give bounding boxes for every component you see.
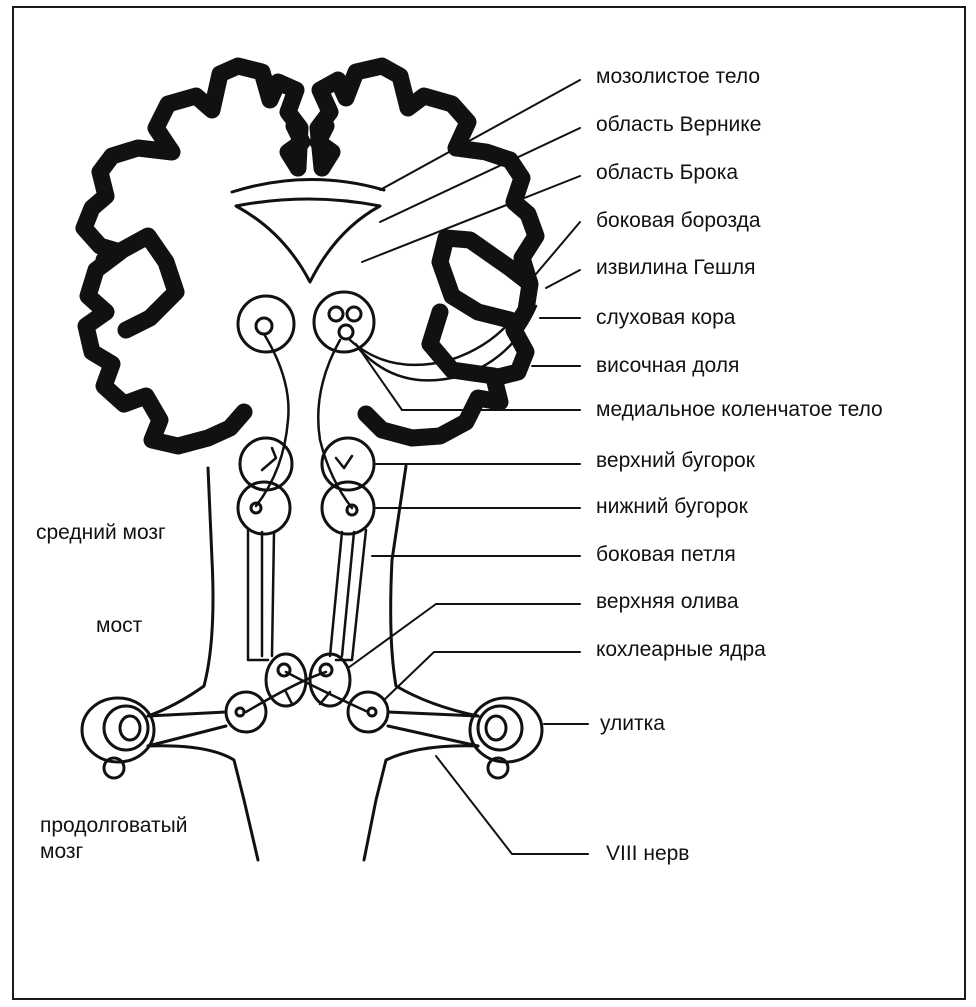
radiation-lower [358, 304, 538, 382]
third-ventricle [234, 197, 382, 284]
left-cochlea-mid [102, 704, 150, 752]
right-superior-colliculus [320, 436, 376, 492]
left-geniculate-dot [254, 316, 274, 336]
brainstem-right-edge [362, 464, 480, 862]
label-lateral-sulcus: боковая борозда [596, 209, 761, 232]
left-nerve-viii [146, 710, 228, 748]
label-pons: мост [96, 614, 143, 637]
ascending-fibers [254, 332, 354, 510]
olive-and-cochlear-nuclei [224, 652, 390, 734]
label-midbrain: средний мозг [36, 521, 166, 544]
left-olive-dot [276, 662, 292, 678]
right-geniculate-dot-c [337, 323, 355, 341]
lateral-lemniscus [246, 528, 368, 662]
right-cochlea-inner [484, 714, 508, 742]
label-medulla-line1: продолговатый [40, 814, 188, 837]
label-cochlea: улитка [600, 712, 665, 735]
fiber-right-geniculate-to-colliculus [317, 338, 354, 510]
cerebral-cortex [75, 57, 545, 455]
diagram-frame [12, 6, 966, 1000]
right-cochlea-mid [476, 704, 524, 752]
left-hemisphere-outline [75, 57, 309, 455]
colliculi [236, 436, 376, 536]
label-medulla-line2: мозг [40, 840, 84, 863]
right-inferior-dot [345, 503, 359, 517]
leader-medial-geniculate [355, 343, 581, 411]
fiber-right-superior-branch [334, 454, 354, 470]
left-inferior-colliculus [236, 480, 292, 536]
label-broca-area: область Брока [596, 161, 739, 184]
thalamic-nuclei [236, 290, 376, 354]
fiber-left-superior-branch [260, 446, 278, 472]
label-lateral-lemniscus: боковая петля [596, 543, 736, 566]
left-cochlear-dot [234, 706, 246, 718]
left-geniculate-body [236, 294, 296, 354]
right-lateral-sulcus-fold [431, 229, 537, 329]
right-geniculate-dot-b [345, 305, 363, 323]
fiber-left-geniculate-to-colliculus [254, 332, 290, 508]
left-lateral-sulcus-fold [95, 227, 185, 339]
label-inferior-colliculus: нижний бугорок [596, 495, 748, 518]
crossing-fibers [244, 670, 370, 714]
label-heschl-gyrus: извилина Гешля [596, 256, 756, 279]
leader-superior-olive [347, 603, 581, 669]
leader-lateral-sulcus [535, 221, 581, 275]
right-temporal-fold [421, 303, 503, 385]
leader-heschl [545, 269, 581, 289]
leader-cochlear-nuclei [383, 651, 581, 701]
right-superior-olive [308, 652, 352, 708]
brainstem-left-edge [146, 466, 260, 862]
left-lemniscus-core [270, 530, 276, 658]
label-wernicke-area: область Вернике [596, 113, 762, 136]
left-inferior-dot [249, 501, 263, 515]
right-lemniscus-core [328, 530, 344, 658]
right-lemniscus-inner [340, 530, 356, 658]
right-cochlea-vestibule [486, 756, 510, 780]
label-medial-geniculate: медиальное коленчатое тело [596, 398, 883, 421]
label-auditory-cortex: слуховая кора [596, 306, 736, 329]
right-geniculate-dot-a [327, 305, 345, 323]
left-cochlea-outer [80, 696, 156, 764]
corpus-callosum-region [230, 177, 386, 284]
label-temporal-lobe: височная доля [596, 354, 740, 377]
label-superior-olive: верхняя олива [596, 590, 739, 613]
label-nerve-viii: VIII нерв [606, 842, 690, 865]
auditory-nerves [146, 710, 480, 748]
right-midline-fold [309, 117, 341, 177]
leader-lines [347, 79, 589, 855]
label-superior-colliculus: верхний бугорок [596, 449, 755, 472]
auditory-radiation [348, 298, 538, 382]
radiation-upper [348, 298, 528, 367]
label-corpus-callosum: мозолистое тело [596, 65, 761, 88]
leader-broca [361, 175, 581, 263]
left-cochlea-vestibule [102, 756, 126, 780]
left-midline-fold [279, 117, 311, 177]
right-nerve-viii [386, 710, 480, 748]
right-olive-dot [318, 662, 334, 678]
label-cochlear-nuclei: кохлеарные ядра [596, 638, 766, 661]
leader-corpus-callosum [379, 79, 581, 191]
cochleae [80, 696, 544, 780]
right-geniculate-body [312, 290, 376, 354]
brainstem [146, 464, 480, 862]
right-hemisphere-outline [309, 57, 545, 447]
left-cochlea-inner [118, 714, 142, 742]
right-inferior-colliculus [320, 480, 376, 536]
corpus-callosum-arc [230, 177, 386, 194]
leader-nerve-viii [435, 755, 589, 855]
left-lemniscus-outer [246, 528, 270, 662]
leader-wernicke [379, 127, 581, 223]
